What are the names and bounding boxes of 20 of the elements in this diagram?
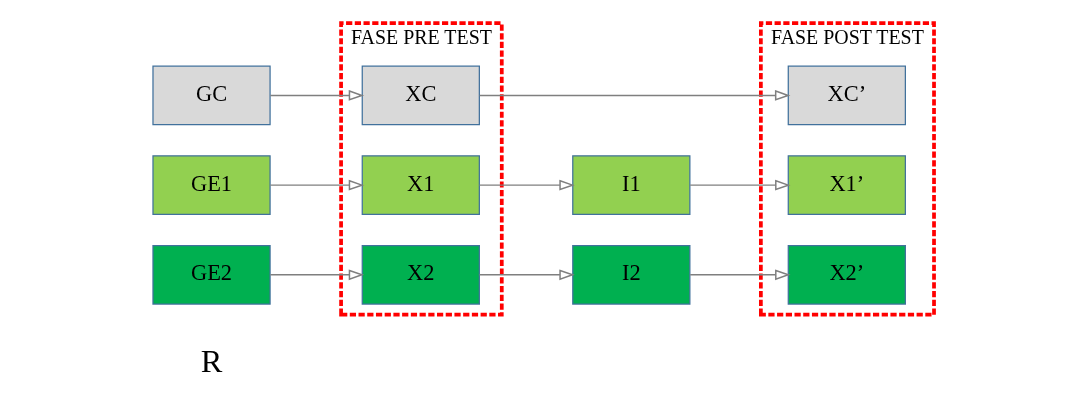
node-box: XC: [361, 65, 480, 126]
node-box: GE1: [151, 155, 271, 216]
arrow: [478, 179, 575, 191]
node-box: I2: [571, 244, 690, 305]
node-box: GC: [151, 65, 271, 126]
arrow: [478, 269, 575, 281]
arrow: [269, 269, 364, 281]
node-box: GE2: [151, 244, 271, 305]
node-box: X2: [361, 244, 480, 305]
arrow: [269, 179, 364, 191]
node-box: X1’: [787, 155, 906, 216]
node-box: X2’: [787, 244, 906, 305]
arrow: [688, 269, 790, 281]
arrow: [478, 90, 790, 101]
node-box: I1: [571, 155, 690, 216]
node-box: X1: [361, 155, 480, 216]
arrow: [688, 179, 790, 191]
arrow: [269, 90, 364, 101]
label: R: [200, 343, 222, 380]
node-box: XC’: [787, 65, 906, 126]
